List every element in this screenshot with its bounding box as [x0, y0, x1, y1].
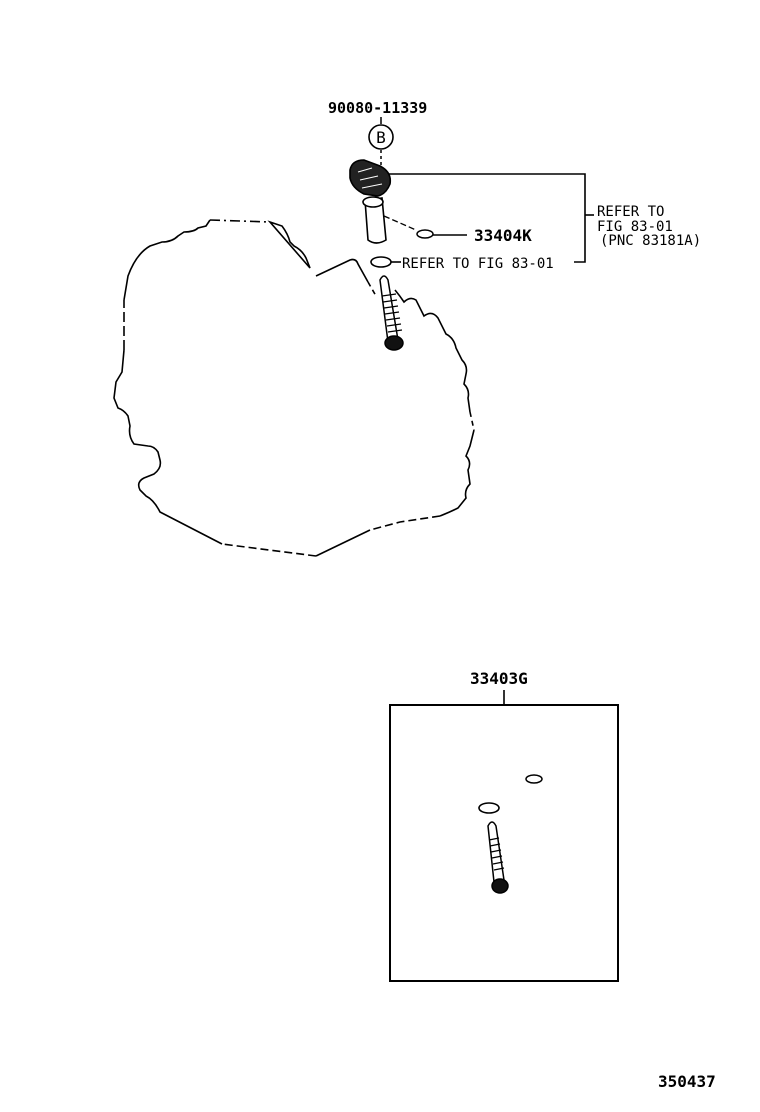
transmission-housing-outline — [113, 219, 475, 557]
sensor-ref-line3: (PNC 83181A) — [600, 233, 701, 249]
sensor-ref-line1: REFER TO — [597, 204, 664, 220]
sensor-ref-line2: FIG 83-01 — [597, 219, 673, 235]
oring-ref-text: REFER TO FIG 83-01 — [402, 256, 554, 272]
figure-number: 350437 — [658, 1072, 716, 1091]
kit-oring-icon — [478, 802, 500, 814]
kit-part-number: 33403G — [470, 669, 528, 688]
kit-box — [389, 704, 619, 982]
clip-dashed-leader — [383, 215, 417, 231]
sensor-ref-bracket — [388, 173, 586, 263]
bolt-icon — [379, 275, 404, 351]
kit-bolt-icon — [487, 821, 509, 894]
clip-part-number: 33404K — [474, 226, 532, 245]
speed-sensor-icon — [349, 159, 392, 244]
kit-clip-icon — [525, 774, 543, 784]
oring-icon — [370, 256, 392, 268]
bolt-part-number: 90080-11339 — [328, 99, 427, 117]
bolt-symbol-circle — [368, 124, 394, 150]
clip-icon — [416, 229, 434, 239]
bolt-symbol-letter: B — [376, 128, 386, 147]
